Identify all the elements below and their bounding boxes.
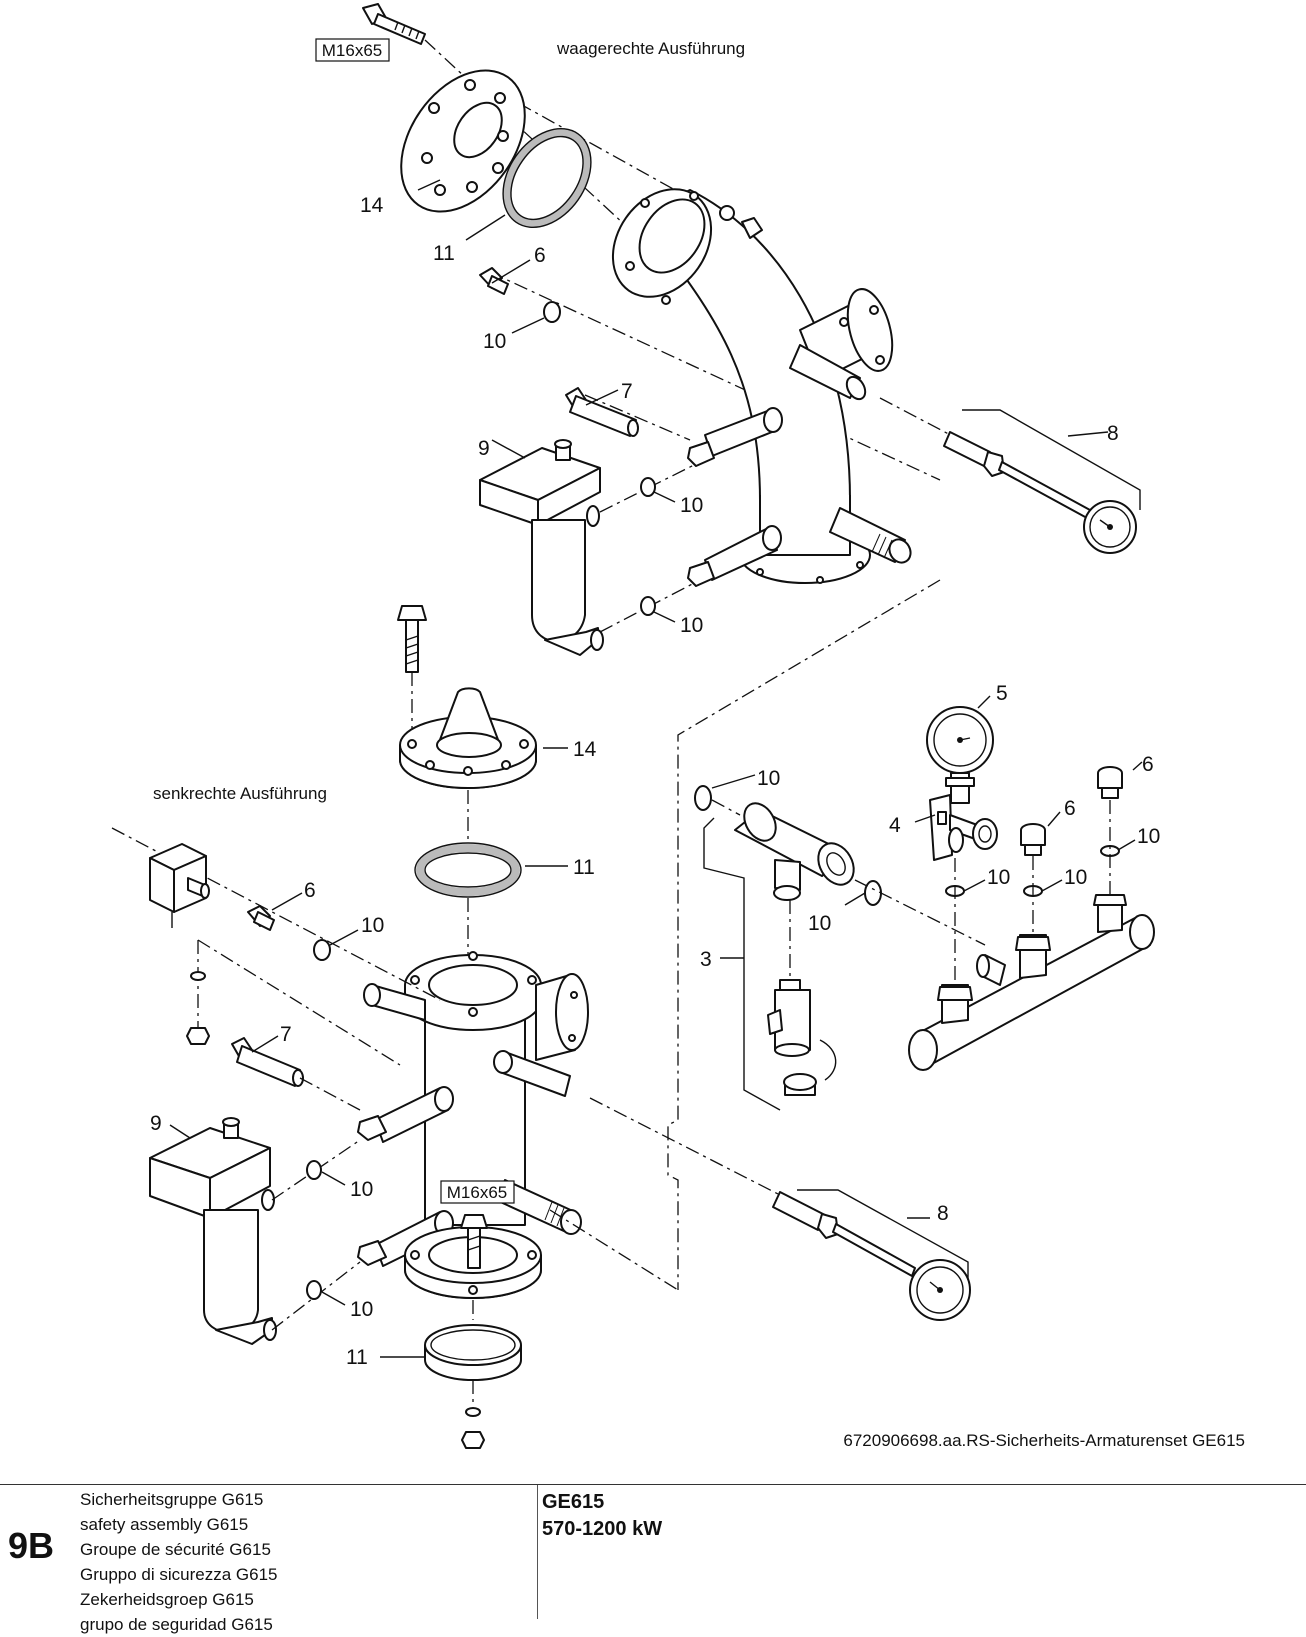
callout-11: 11: [573, 856, 595, 879]
callout-9: 9: [478, 437, 490, 460]
bolt-spec-box-top: [315, 38, 390, 62]
safety-valve: [767, 979, 837, 1096]
callout-10: 10: [808, 912, 831, 935]
washer-small: [719, 205, 735, 221]
plug-6-top: [479, 267, 509, 295]
model-block: GE615 570-1200 kW: [542, 1489, 662, 1543]
tee-fitting: [694, 785, 882, 906]
callout-14: 14: [360, 194, 384, 217]
callout-8: 8: [937, 1202, 949, 1225]
washer-10-vertical-2: [306, 1160, 322, 1180]
bolt-spec-box-bottom: [440, 1180, 515, 1204]
callout-11: 11: [346, 1346, 368, 1369]
bracket-3: [703, 817, 781, 1111]
bolt-bottom: [460, 1214, 488, 1269]
caption-horizontal: waagerechte Ausführung: [556, 39, 745, 58]
title-en: safety assembly G615: [80, 1515, 249, 1534]
title-list: Sicherheitsgruppe G615 safety assembly G…: [80, 1487, 278, 1637]
washer-10-vertical-3: [306, 1280, 322, 1300]
callout-10: 10: [987, 866, 1010, 889]
callout-10: 10: [680, 614, 703, 637]
callout-10: 10: [1064, 866, 1087, 889]
title-divider: [537, 1485, 538, 1619]
callout-10: 10: [680, 494, 703, 517]
callout-14: 14: [573, 738, 597, 761]
washer-10-tee: [694, 785, 712, 811]
callout-6: 6: [1142, 753, 1154, 776]
drawing-reference: 6720906698.aa.RS-Sicherheits-Armaturense…: [843, 1431, 1245, 1450]
title-fr: Groupe de sécurité G615: [80, 1540, 271, 1559]
pipe-7-vertical: [231, 1037, 304, 1087]
callout-6: 6: [304, 879, 316, 902]
model-name: GE615: [542, 1491, 605, 1513]
nut-bottom: [461, 1431, 485, 1449]
manifold-group: 5 10 6 6 4 10 10 10 10 3: [694, 682, 1160, 1111]
power-range: 570-1200 kW: [542, 1518, 663, 1540]
callout-4: 4: [889, 814, 901, 837]
pressure-switch-9-vertical: [149, 1117, 277, 1345]
callout-10: 10: [350, 1298, 373, 1321]
thermometer-8-vertical: [772, 1191, 971, 1321]
gasket-11-vertical-top: [414, 842, 522, 898]
callout-3: 3: [700, 948, 712, 971]
callout-9: 9: [150, 1112, 162, 1135]
callout-5: 5: [996, 682, 1008, 705]
plug-6-vertical: [247, 905, 275, 931]
manometer-5: [926, 706, 994, 804]
callout-10: 10: [1137, 825, 1160, 848]
caption-vertical: senkrechte Ausführung: [153, 784, 327, 803]
axis-line: [489, 271, 941, 481]
callout-10: 10: [361, 914, 384, 937]
washer-bottom: [465, 1407, 481, 1417]
sheet-code: 9B: [8, 1525, 55, 1566]
bolt-vertical: [397, 605, 427, 673]
vertical-version-group: senkrechte Ausführung: [111, 605, 971, 1449]
pressure-switch-vertical-upper: [149, 843, 210, 928]
gasket-11-vertical-bottom: [424, 1324, 522, 1381]
pressure-switch-9-top: [479, 439, 604, 656]
axis-line: [424, 39, 626, 226]
title-nl: Zekerheidsgroep G615: [80, 1590, 254, 1609]
washer-10-tee-b: [864, 880, 882, 906]
flange-14-vertical: [399, 687, 537, 789]
washer-10-top-2: [640, 477, 656, 497]
gasket-11-top: [502, 127, 592, 229]
valve-4: [929, 794, 998, 861]
callout-10: 10: [757, 767, 780, 790]
title-de: Sicherheitsgruppe G615: [80, 1490, 264, 1509]
title-block: 9B Sicherheitsgruppe G615 safety assembl…: [0, 1484, 1306, 1634]
bolt-spec-bottom: M16x65: [447, 1183, 507, 1202]
horizontal-version-group: M16x65 waagerechte Ausführung: [315, 3, 1141, 656]
plug-6-right-b: [1020, 823, 1046, 856]
callout-7: 7: [280, 1023, 292, 1046]
manifold-pipe: [908, 894, 1155, 1071]
bolt-spec-top: M16x65: [322, 41, 382, 60]
axis-line: [584, 394, 691, 441]
washer-10-vertical-1: [313, 939, 331, 961]
callout-7: 7: [621, 380, 633, 403]
pipe-7-top: [565, 387, 639, 437]
axis-line: [879, 397, 961, 441]
exploded-assembly-drawing: M16x65 waagerechte Ausführung: [111, 3, 1245, 1450]
thermometer-8-top: [943, 431, 1137, 554]
callout-10: 10: [350, 1178, 373, 1201]
nut-small: [741, 217, 763, 239]
axis-line: [197, 939, 401, 1066]
connection-line: [667, 579, 941, 1290]
title-es: grupo de seguridad G615: [80, 1615, 273, 1634]
callout-10: 10: [483, 330, 506, 353]
title-it: Gruppo di sicurezza G615: [80, 1565, 278, 1584]
plug-6-right-a: [1097, 766, 1123, 799]
elbow-pipe-top: [611, 188, 912, 587]
bolt-top: [362, 3, 426, 45]
callout-8: 8: [1107, 422, 1119, 445]
axis-line: [494, 89, 721, 216]
washer-10-top-3: [640, 596, 656, 616]
flange-14-top: [400, 69, 526, 213]
callout-6: 6: [534, 244, 546, 267]
washer-10-top-1: [543, 301, 561, 323]
callout-11: 11: [433, 242, 455, 265]
callout-6: 6: [1064, 797, 1076, 820]
